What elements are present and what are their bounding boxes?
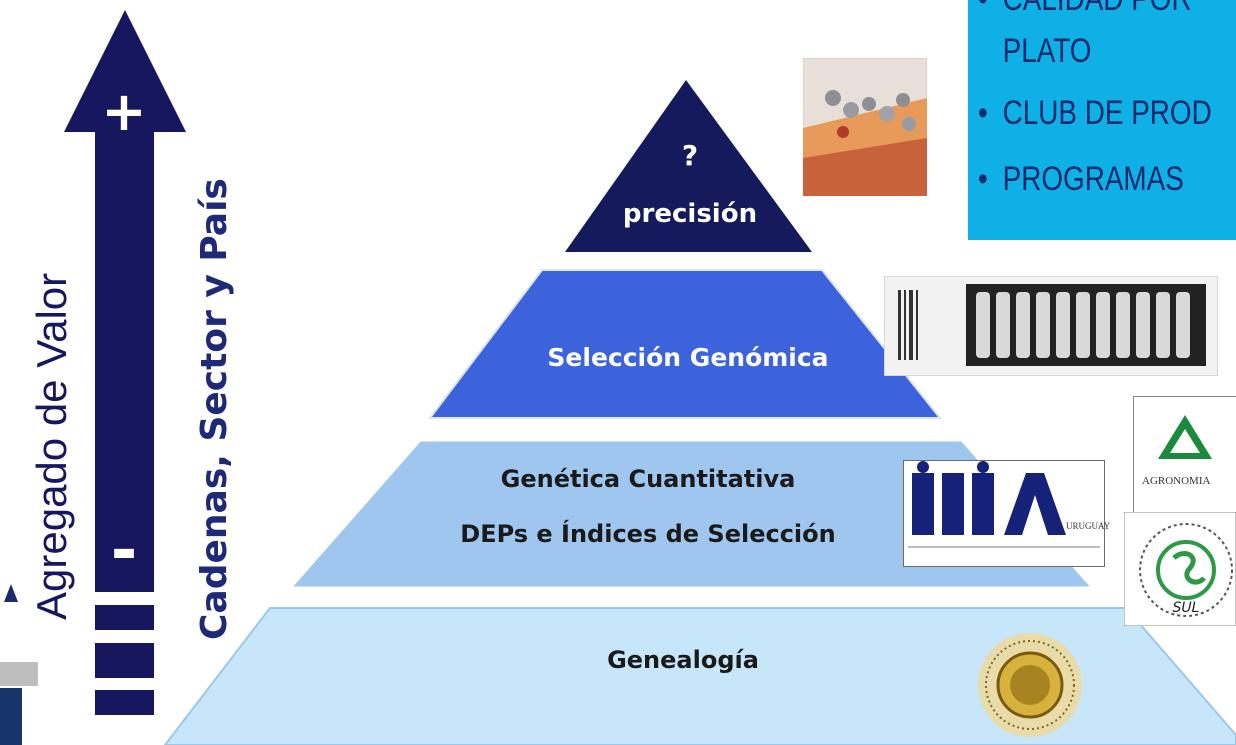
tier-genomic-label: Selección Genómica (547, 343, 828, 372)
tier-quantitative-line2: DEPs e Índices de Selección (460, 519, 835, 548)
corner-gray-strip (0, 662, 38, 686)
asociacion-rural-seal (978, 633, 1082, 737)
arrow-stripe-3 (95, 690, 154, 715)
tier-genomic (427, 269, 943, 419)
inia-logo: URUGUAY (903, 460, 1110, 567)
bullet-1: • (978, 0, 1003, 19)
info-item-2: •CLUB DE PROD (978, 94, 1212, 132)
genomic-chip-image (884, 276, 1218, 376)
plus-sign: + (101, 80, 146, 143)
tier-precision (565, 80, 812, 252)
minus-sign: - (111, 514, 138, 588)
info-box: •CALIDAD POR PLATO •CLUB DE PROD •PROGRA… (968, 0, 1236, 240)
corner-small-arrow (4, 584, 18, 602)
inia-suffix: URUGUAY (1066, 521, 1111, 531)
arrow-head (64, 10, 186, 132)
tier-genealogy (163, 607, 1236, 745)
corner-navy-block (0, 688, 22, 745)
agronomia-logo-graphic (1158, 415, 1212, 459)
agronomia-logo: AGRONOMIA (1133, 396, 1236, 518)
value-arrow: + - (64, 10, 186, 715)
sul-label: SUL (1173, 600, 1200, 616)
arrow-stripe-1 (95, 605, 154, 630)
tier-quantitative (286, 438, 1097, 590)
tier-precision-label: precisión (623, 199, 757, 229)
info-item-1: •CALIDAD POR (978, 0, 1192, 19)
tier-quantitative-line1: Genética Cuantitativa (501, 465, 796, 493)
arrow-stripe-2 (95, 643, 154, 678)
agronomia-label: AGRONOMIA (1142, 475, 1211, 487)
tier-precision-question: ? (682, 139, 698, 172)
inia-logo-graphic (908, 461, 1100, 548)
molecule-image (803, 58, 927, 196)
info-item-3: •PROGRAMAS (978, 160, 1184, 198)
tier-genealogy-label: Genealogía (607, 646, 759, 674)
info-item-1-cont: PLATO (1002, 32, 1092, 70)
arrow-shaft (95, 130, 154, 592)
sul-logo: SUL (1124, 512, 1236, 626)
